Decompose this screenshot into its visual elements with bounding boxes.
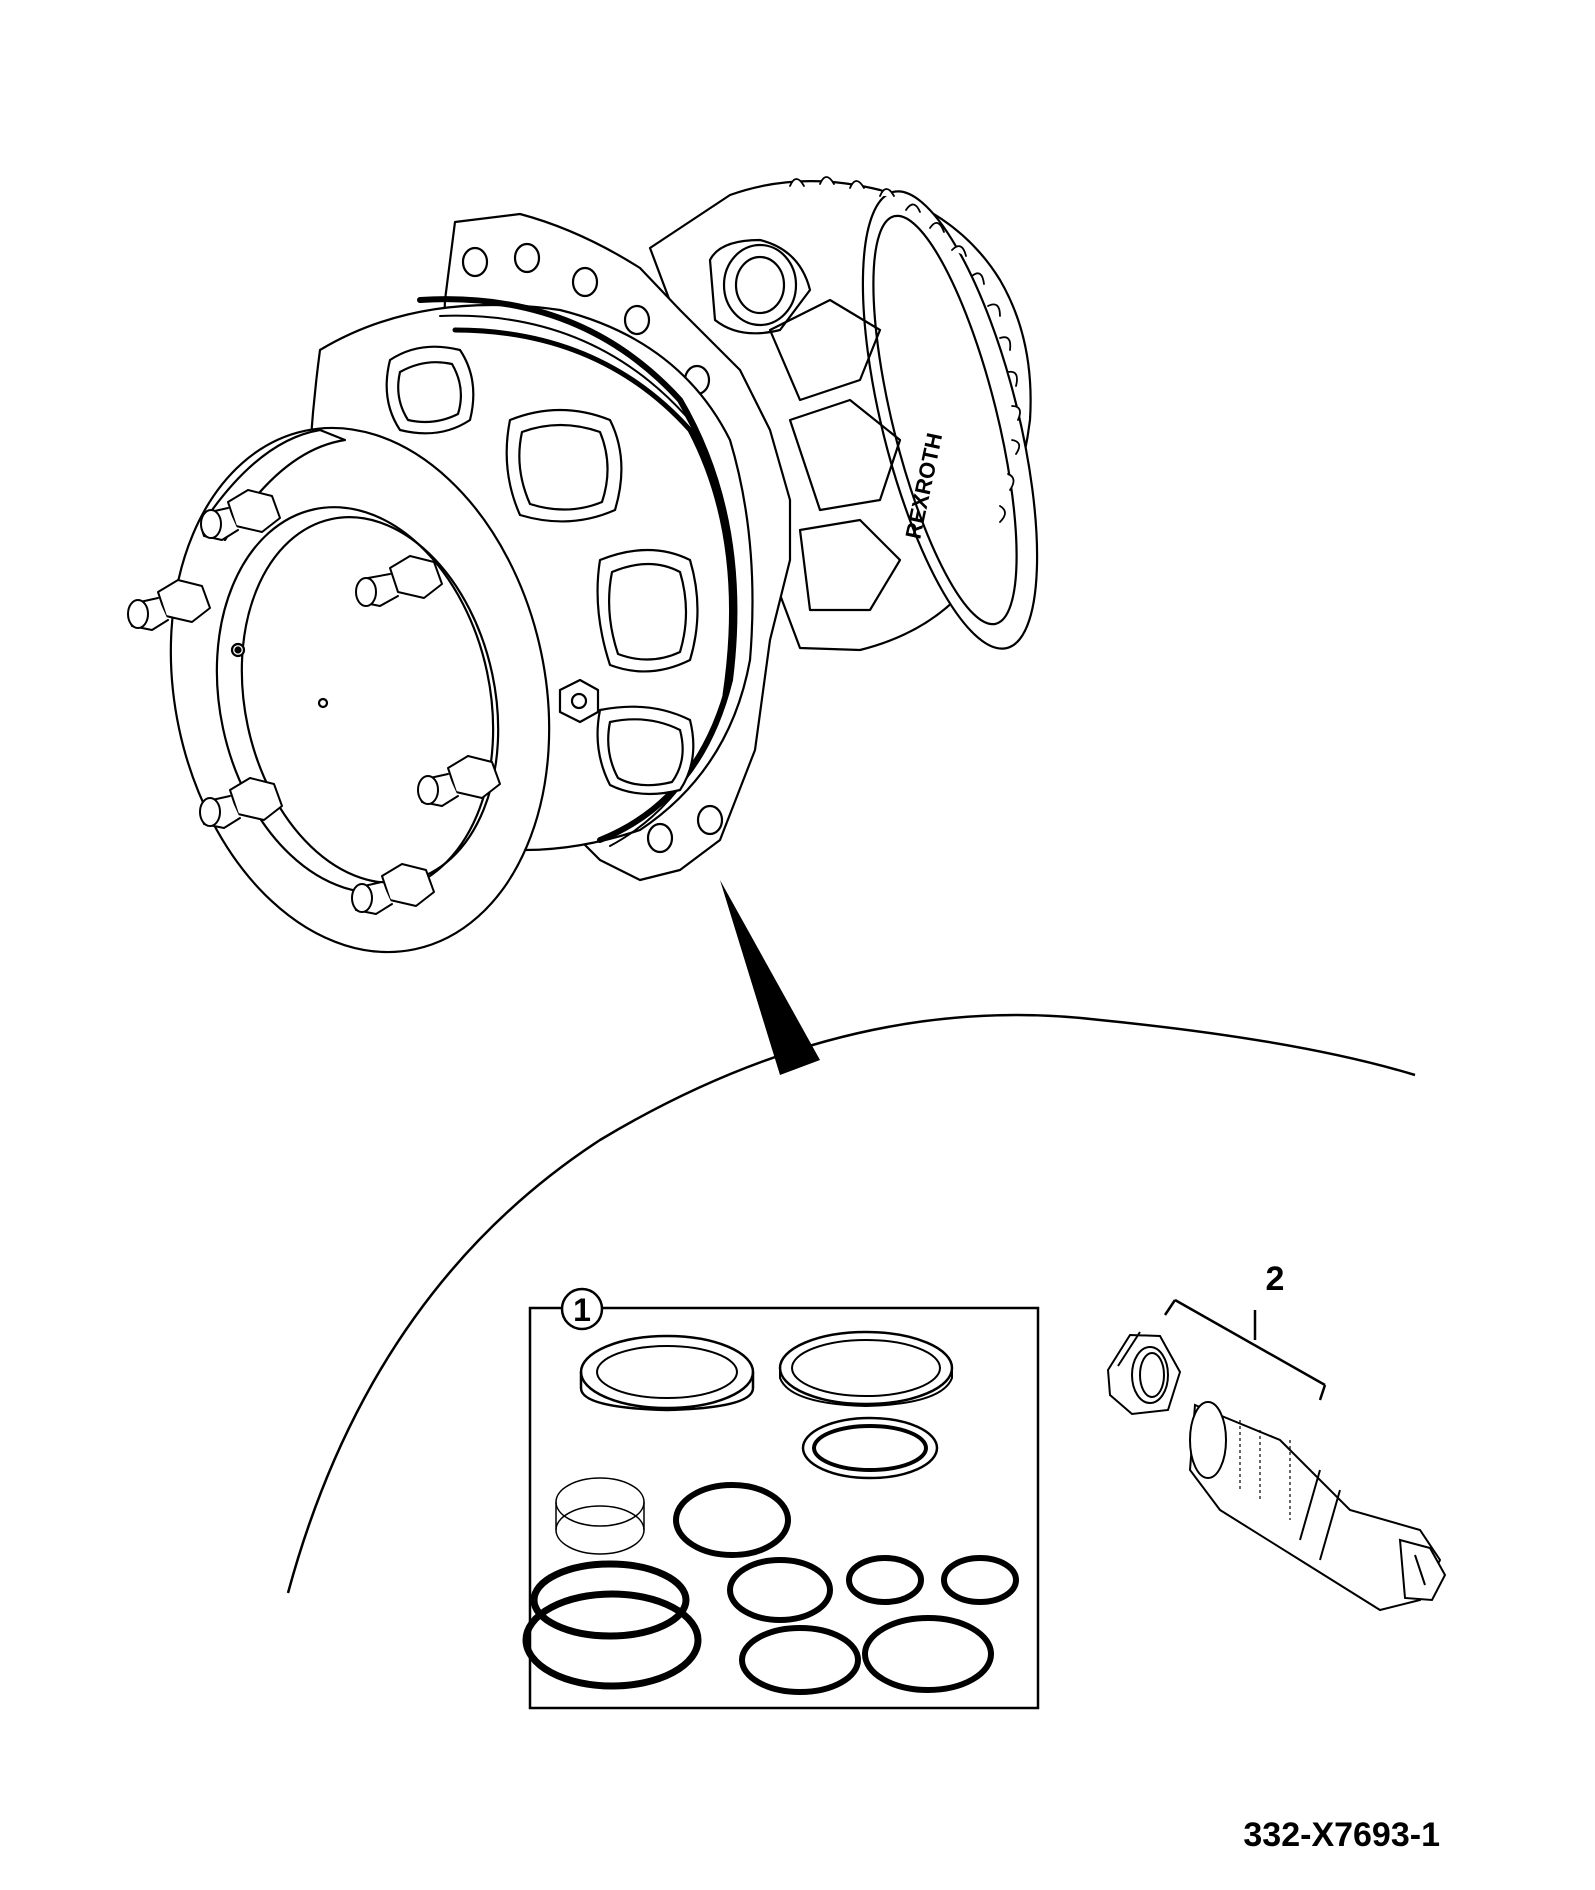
hydraulic-motor-assembly: REXROTH [127, 176, 1039, 954]
backup-ring [555, 1477, 645, 1555]
wheel-stud [351, 863, 435, 915]
callout-2-leader [1163, 1298, 1327, 1401]
speed-sensor-item: 2 [1106, 1260, 1447, 1612]
rear-housing: REXROTH [648, 176, 1039, 652]
flange-bolt-holes [461, 242, 724, 854]
wheel-stud [199, 777, 283, 829]
drawing-number: 332-X7693-1 [1243, 1816, 1440, 1854]
wheel-stud [355, 555, 443, 607]
wheel-stud [127, 579, 211, 631]
seal-rings [522, 1330, 1019, 1695]
wheel-stud [200, 489, 281, 541]
lock-nut [1106, 1331, 1182, 1416]
housing-teeth [789, 176, 1021, 523]
seal-kit-box: 1 [522, 1287, 1040, 1710]
speed-sensor [1188, 1401, 1447, 1612]
callout-2-label: 2 [1266, 1260, 1285, 1298]
wheel-stud [417, 755, 501, 807]
callout-1-label: 1 [573, 1292, 591, 1328]
callout-1: 1 [560, 1287, 604, 1331]
wheel-studs [127, 489, 501, 915]
detail-pointer [720, 880, 820, 1075]
detail-arc [286, 1013, 1416, 1594]
